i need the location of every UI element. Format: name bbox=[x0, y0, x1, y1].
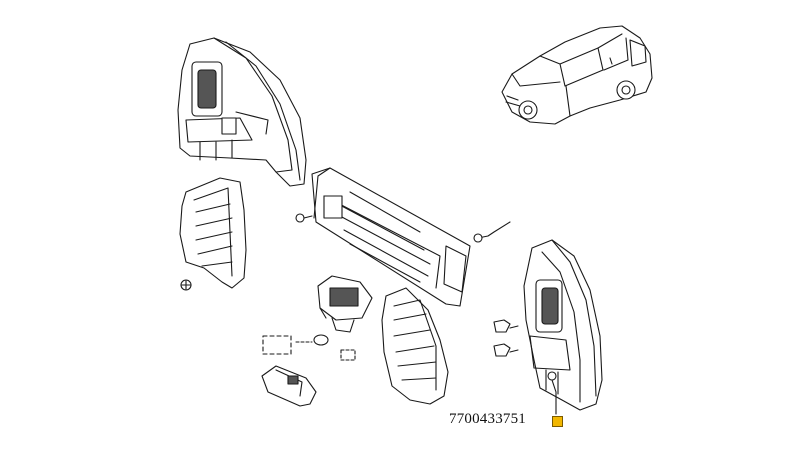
fasteners bbox=[180, 213, 519, 357]
callout-marker-icon[interactable] bbox=[552, 416, 563, 427]
bulb-holder bbox=[317, 275, 373, 333]
rear-center-panel bbox=[311, 167, 471, 307]
car-illustration bbox=[501, 25, 653, 125]
callout-leader-line bbox=[551, 379, 557, 415]
center-lamp-lens-cover bbox=[381, 287, 449, 405]
left-tail-lamp-unit bbox=[177, 37, 307, 187]
right-tail-lamp-unit bbox=[523, 239, 603, 411]
license-plate-lamp bbox=[261, 365, 317, 407]
part-number-label[interactable]: 7700433751 bbox=[449, 411, 526, 427]
left-lamp-lens-cover bbox=[179, 177, 247, 289]
small-lamp-bulb bbox=[262, 334, 356, 361]
